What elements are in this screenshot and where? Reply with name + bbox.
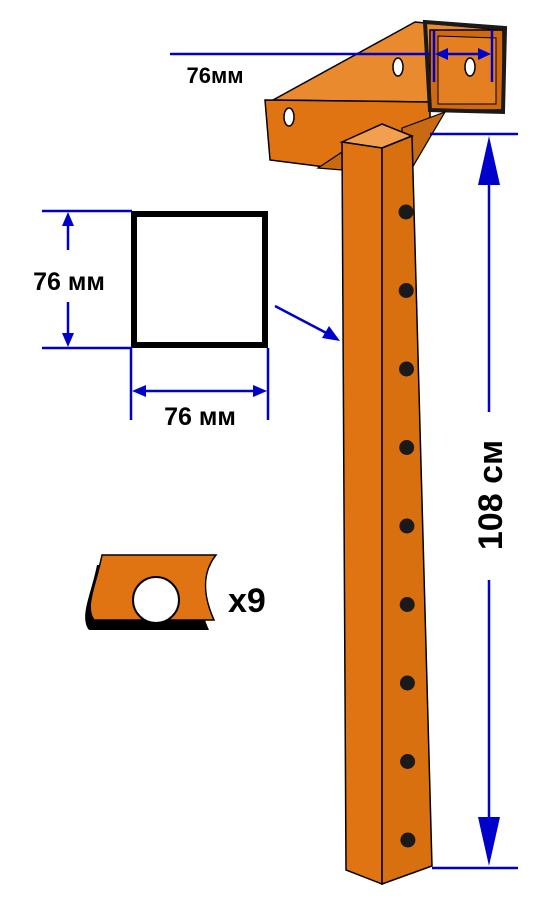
post-height-label: 108 см [472,440,510,550]
top-crossbar [264,19,508,169]
top-width-arrow-left [435,48,448,60]
crossbar-hole-left [283,107,295,127]
section-width-label: 76 мм [164,403,236,431]
post-height-arrow-down [478,817,500,866]
crossbar-hole-end [464,57,476,77]
section-height-arrow-down [62,333,74,347]
top-width-dimension: 76мм [170,30,494,88]
post-hole [400,832,416,848]
section-height-arrow-up [62,212,74,226]
post-hole [399,361,414,377]
post-hole [398,283,414,298]
post-hole [399,597,415,612]
crossbar-end-frame [422,19,508,115]
post-hole [398,204,414,220]
hole-detail-hole [132,576,180,624]
cross-section: 76 мм 76 мм [33,209,340,431]
section-square [131,211,268,348]
section-pointer-arrowhead [322,326,340,341]
section-pointer-arrow [274,304,335,339]
top-width-label: 76мм [186,63,243,88]
post-height-arrow-up [478,136,500,185]
hole-count-label: x9 [228,582,266,620]
section-width-arrow-left [132,385,146,397]
post-height-dimension: 108 см [430,132,518,870]
post-hole [399,440,415,455]
post-hole [400,754,416,769]
section-height-label: 76 мм [33,268,105,296]
post-holes [398,204,416,848]
post-right-face [381,134,433,886]
post-hole [399,518,415,534]
post-left-face [341,141,383,886]
top-width-arrow-right [478,48,491,60]
vertical-post [339,123,433,886]
post-hole [399,675,415,691]
hole-detail: x9 [85,554,266,630]
section-width-arrow-right [253,385,267,397]
crossbar-hole-middle [392,57,404,77]
